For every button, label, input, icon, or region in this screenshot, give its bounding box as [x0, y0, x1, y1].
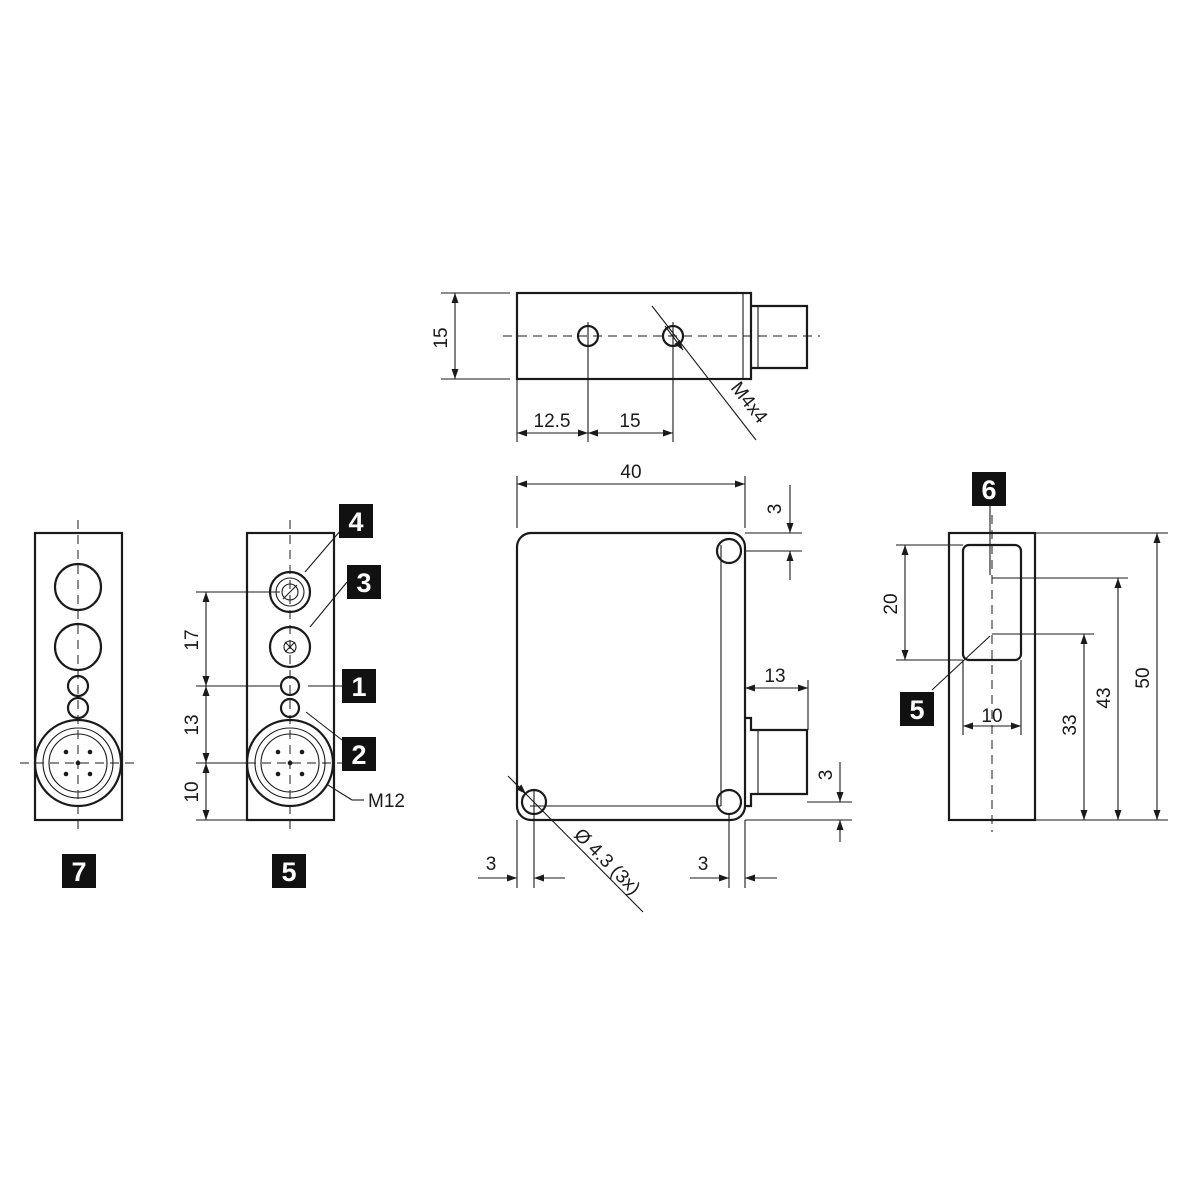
callout-2-leader — [305, 711, 343, 741]
front-view: 40 3 13 3 3 3 Ø 4.3 (3x) — [478, 462, 852, 913]
dim-right-10: 10 — [981, 706, 1002, 727]
callout-6-label: 6 — [981, 475, 996, 505]
dim-left-17: 17 — [182, 629, 203, 650]
dim-right-20: 20 — [881, 593, 902, 614]
dim-right-50: 50 — [1133, 667, 1154, 688]
callout-badge-2: 2 — [342, 737, 376, 771]
variant-7-indicator-mid — [53, 622, 103, 672]
dim-connector-offset: 13 — [764, 666, 785, 687]
led-2 — [279, 697, 301, 719]
connector-view-variant-7 — [20, 520, 136, 832]
dim-top-offset-2: 15 — [619, 411, 640, 432]
top-view-connector — [751, 304, 809, 370]
front-view-body — [515, 531, 747, 822]
callout-5-side-label: 5 — [281, 857, 296, 887]
callout-4-label: 4 — [348, 507, 363, 537]
callout-5-right-leader — [931, 635, 991, 691]
callout-badge-5-right: 5 — [900, 692, 934, 726]
connector-view-variant-5: 17 13 10 M12 — [182, 520, 405, 832]
dim-hole-diameter: Ø 4.3 (3x) — [569, 825, 644, 900]
callout-1-label: 1 — [351, 672, 366, 702]
callout-5-right-label: 5 — [909, 695, 924, 725]
dim-hole-left-offset: 3 — [486, 854, 497, 875]
callout-7-label: 7 — [71, 857, 86, 887]
callout-badge-5-side: 5 — [272, 854, 306, 888]
dim-top-offset-1: 12.5 — [534, 411, 571, 432]
dim-front-width: 40 — [620, 462, 641, 483]
variant-7-indicator-top — [53, 562, 103, 612]
top-view: 15 12.5 15 M4x4 — [431, 291, 820, 442]
callout-badge-6: 6 — [972, 472, 1006, 506]
callout-3-label: 3 — [356, 568, 371, 598]
variant-7-led-2 — [66, 696, 90, 720]
callout-2-label: 2 — [351, 740, 366, 770]
dim-right-43: 43 — [1094, 687, 1115, 708]
callout-badge-1: 1 — [342, 669, 376, 703]
side-view: 20 10 33 43 50 — [881, 504, 1168, 832]
dim-thread: M4x4 — [726, 378, 771, 428]
hole-diameter-leader — [507, 775, 644, 913]
front-connector — [745, 716, 809, 808]
dim-front-top-offset: 3 — [765, 504, 786, 515]
callout-badge-7: 7 — [62, 854, 96, 888]
dim-left-10: 10 — [182, 781, 203, 802]
front-mount-hole-top — [715, 537, 743, 565]
thread-leader — [651, 305, 757, 441]
variant-7-led-1 — [66, 674, 90, 698]
callout-badge-4: 4 — [339, 504, 373, 538]
dim-top-height: 15 — [431, 327, 452, 348]
dim-connector-bottom-offset: 3 — [816, 770, 837, 781]
dim-left-13: 13 — [182, 714, 203, 735]
dim-connector-type: M12 — [368, 791, 405, 812]
switch-icon — [268, 625, 312, 669]
callout-badge-3: 3 — [347, 565, 381, 599]
callout-3-leader — [309, 581, 348, 628]
dim-right-33: 33 — [1060, 714, 1081, 735]
dim-hole-right-offset: 3 — [698, 854, 709, 875]
